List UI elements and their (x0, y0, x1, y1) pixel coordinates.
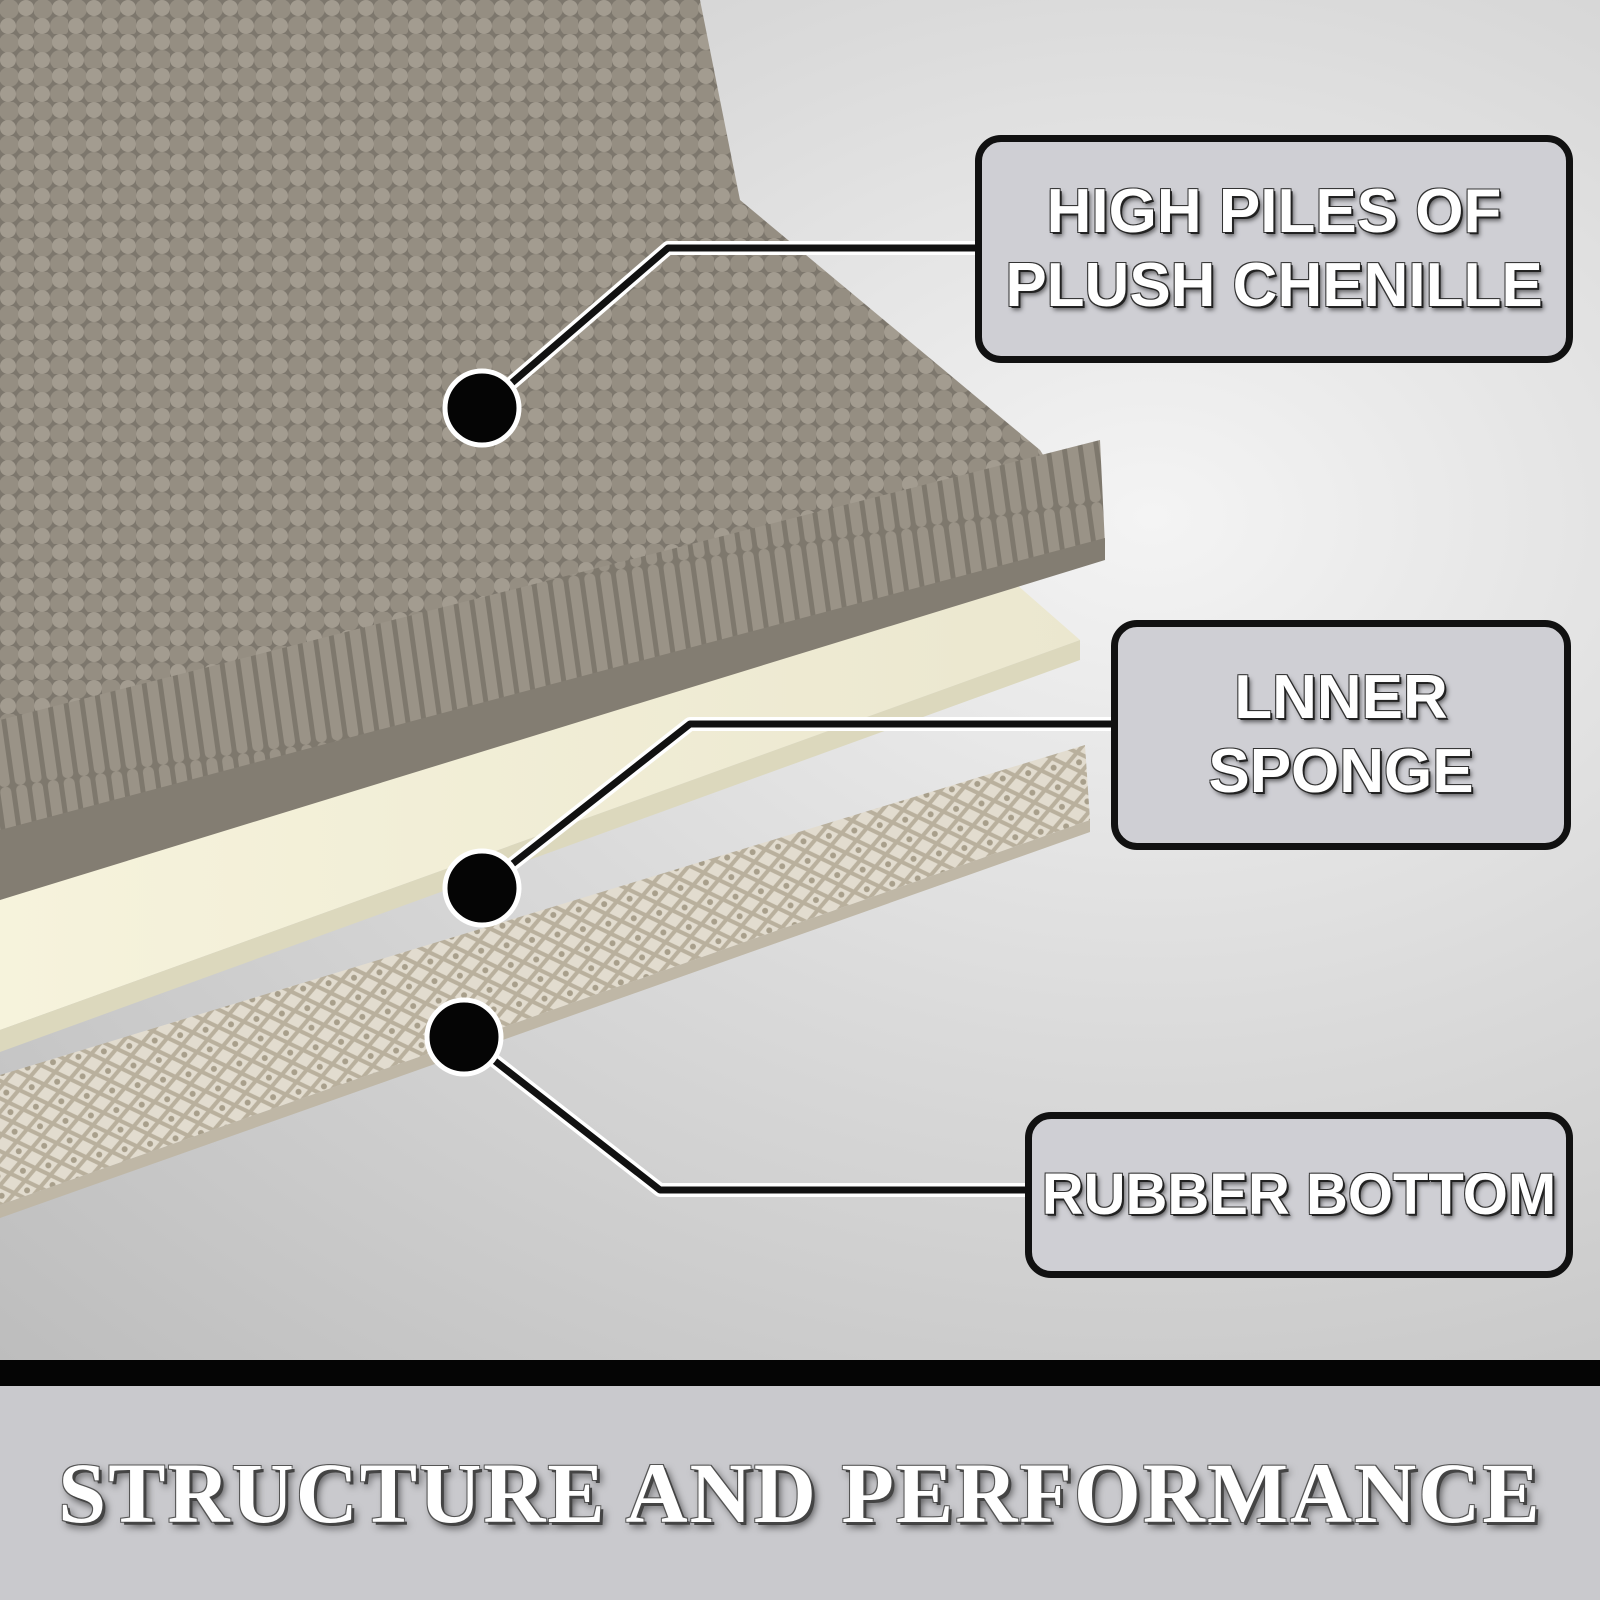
callout-sponge-line2: SPONGE (1208, 737, 1474, 806)
callout-chenille-line1: HIGH PILES OF (1046, 176, 1502, 246)
callout-rubber: RUBBER BOTTOM (1025, 1112, 1573, 1278)
anchor-dots (424, 368, 522, 1077)
anchor-dot-sponge (442, 848, 522, 928)
callout-sponge-line1: LNNER (1234, 662, 1448, 732)
callout-chenille-line2: PLUSH CHENILLE (1005, 251, 1543, 320)
rubber-bottom-layer (0, 745, 1090, 1218)
bath-mat-layers-graphic (0, 0, 1119, 1218)
footer-banner: STRUCTURE AND PERFORMANCE (0, 1386, 1600, 1600)
anchor-dot-rubber (424, 997, 504, 1077)
anchor-dot-chenille (442, 368, 522, 448)
connector-lines (461, 241, 1119, 1197)
callout-chenille: HIGH PILES OF PLUSH CHENILLE (975, 135, 1573, 363)
chenille-layer (0, 0, 1105, 900)
callout-sponge: LNNER SPONGE (1111, 620, 1571, 850)
footer-title: STRUCTURE AND PERFORMANCE (58, 1445, 1542, 1541)
callout-rubber-line1: RUBBER BOTTOM (1041, 1162, 1557, 1228)
product-illustration: HIGH PILES OF PLUSH CHENILLE LNNER SPONG… (0, 0, 1600, 1360)
divider-bar (0, 1360, 1600, 1386)
